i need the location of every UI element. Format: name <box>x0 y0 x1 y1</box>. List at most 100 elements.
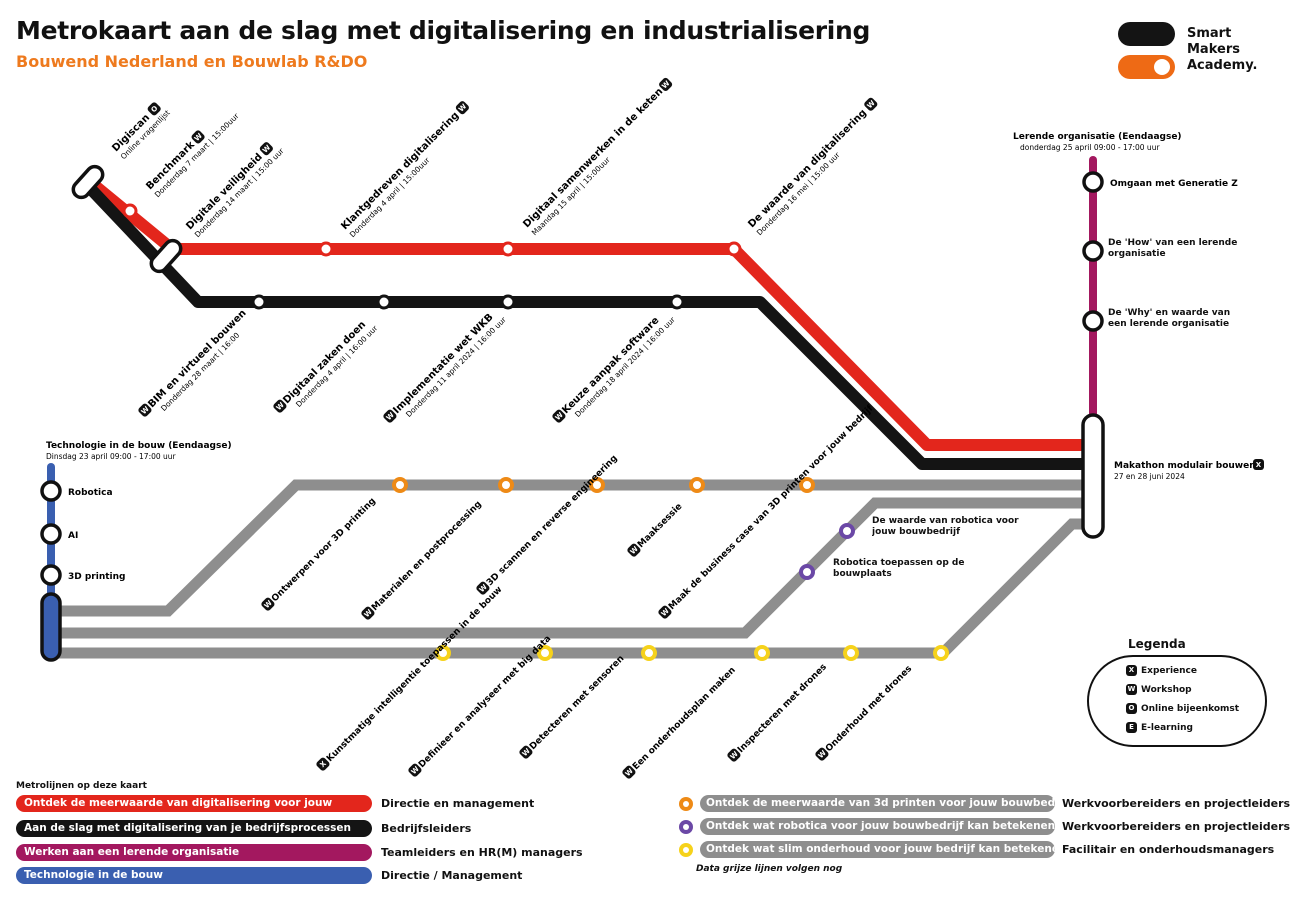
grey-line-robotica-audience: Werkvoorbereiders en projectleiders <box>1062 820 1291 833</box>
label-bim: W BIM en virtueel bouwen Donderdag 28 ma… <box>138 308 249 417</box>
svg-text:Maandag 15 april | 15:00uur: Maandag 15 april | 15:00uur <box>530 155 613 238</box>
svg-text:Digitaal zaken doen: Digitaal zaken doen <box>281 319 368 406</box>
svg-text:Donderdag 4 april | 16:00 uur: Donderdag 4 april | 16:00 uur <box>294 323 380 409</box>
station-wkb <box>500 294 516 310</box>
station-why <box>1082 310 1104 332</box>
metroline-red: Ontdek de meerwaarde van digitalisering … <box>16 795 372 826</box>
label-onderhoudsplan: W Een onderhoudsplan maken <box>622 665 738 779</box>
station-robotica-toepassen <box>799 564 815 580</box>
terminal-technologie <box>40 592 62 662</box>
label-3dprinting: 3D printing <box>68 572 125 582</box>
metroline-red-audience: Directie en management <box>381 797 535 810</box>
metroline-blue: Technologie in de bouw <box>16 867 372 884</box>
label-robotica: Robotica <box>68 488 113 498</box>
label-robotica-toepassen: Robotica toepassen op de bouwplaats <box>833 558 965 579</box>
grey-line-3dprinting-label: Ontdek de meerwaarde van 3d printen voor… <box>700 795 1072 812</box>
svg-text:W: W <box>385 411 396 422</box>
station-3dprinting <box>40 564 62 586</box>
label-software: W Keuze aanpak software Donderdag 18 apr… <box>552 314 678 423</box>
station-klantgedreven <box>318 241 334 257</box>
legend-heading: Legenda <box>1128 637 1186 651</box>
svg-text:W: W <box>629 545 640 556</box>
label-ki: X Kunstmatige intelligentie toepassen in… <box>316 585 504 771</box>
station-ontwerpen <box>392 477 408 493</box>
label-why: De 'Why' en waarde van een lerende organ… <box>1108 308 1231 329</box>
label-materialen: W Materialen en postprocessing <box>361 499 484 620</box>
svg-text:W: W <box>866 99 877 110</box>
station-sensoren <box>641 645 657 661</box>
page-subtitle: Bouwend Nederland en Bouwlab R&DO <box>16 52 368 71</box>
station-bigdata <box>537 645 553 661</box>
lerende-date: donderdag 25 april 09:00 - 17:00 uur <box>1020 143 1160 152</box>
station-maaksessie <box>689 477 705 493</box>
svg-text:Donderdag 14 maart | 15:00 uur: Donderdag 14 maart | 15:00 uur <box>193 146 286 239</box>
svg-text:Detecteren met sensoren: Detecteren met sensoren <box>528 654 626 752</box>
svg-text:W: W <box>140 405 151 416</box>
svg-text:W: W <box>817 749 828 760</box>
svg-text:W: W <box>363 608 374 619</box>
grey-line-3dprinting-audience: Werkvoorbereiders en projectleiders <box>1062 797 1291 810</box>
label-waarde-robotica: De waarde van robotica voor jouw bouwbed… <box>872 516 1019 537</box>
svg-text:Ontwerpen voor 3D printing: Ontwerpen voor 3D printing <box>270 496 378 604</box>
svg-text:Donderdag 28 maart | 16:00: Donderdag 28 maart | 16:00 <box>159 331 241 413</box>
svg-text:W: W <box>729 750 740 761</box>
station-bim <box>251 294 267 310</box>
svg-text:Keuze aanpak software: Keuze aanpak software <box>560 315 661 416</box>
terminal-makathon <box>1081 413 1105 539</box>
svg-text:X: X <box>1256 461 1262 469</box>
label-samenwerken: Digitaal samenwerken in de keten W Maand… <box>521 77 673 238</box>
label-businesscase: W Maak de business case van 3D printen v… <box>658 404 875 619</box>
svg-text:W: W <box>660 607 671 618</box>
label-digiscan: Digiscan O Online vragenlijst <box>110 102 172 161</box>
station-inspecteren <box>843 645 859 661</box>
metroline-purple: Werken aan een lerende organisatie <box>16 844 372 861</box>
svg-text:Inspecteren met drones: Inspecteren met drones <box>736 662 829 755</box>
station-zaken <box>376 294 392 310</box>
svg-text:BIM en virtueel bouwen: BIM en virtueel bouwen <box>146 308 248 410</box>
svg-text:O: O <box>150 104 160 114</box>
station-ki <box>435 645 451 661</box>
svg-text:Donderdag 18 april 2024 | 16:0: Donderdag 18 april 2024 | 16:00 uur <box>573 314 677 418</box>
metroline-black-audience: Bedrijfsleiders <box>381 822 472 835</box>
label-wkb: W Implementatie wet WKB Donderdag 11 apr… <box>383 312 509 423</box>
station-how <box>1082 240 1104 262</box>
metroline-blue-audience: Directie / Management <box>381 869 523 882</box>
station-waarde-robotica <box>839 523 855 539</box>
grey-line-onderhoud-label: Ontdek wat slim onderhoud voor jouw bedr… <box>700 841 1066 858</box>
metroline-purple-audience: Teamleiders en HR(M) managers <box>381 846 583 859</box>
grey-line-violet-dot <box>679 820 693 834</box>
label-makathon: Makathon modulair bouwen <box>1114 461 1256 471</box>
svg-text:Donderdag 4 april | 15:00uur: Donderdag 4 april | 15:00uur <box>348 155 432 239</box>
svg-text:X: X <box>319 759 329 769</box>
svg-text:Donderdag 16 mei | 15:00 uur: Donderdag 16 mei | 15:00 uur <box>755 150 842 237</box>
station-onderhoudsplan <box>754 645 770 661</box>
terminal-digiscan <box>71 164 105 200</box>
grey-line-robotica-label: Ontdek wat robotica voor jouw bouwbedrij… <box>700 818 1055 835</box>
makathon-date: 27 en 28 juni 2024 <box>1114 472 1185 481</box>
label-inspecteren: W Inspecteren met drones <box>727 662 829 762</box>
label-zaken: W Digitaal zaken doen Donderdag 4 april … <box>273 319 380 413</box>
label-sensoren: W Detecteren met sensoren <box>519 654 626 759</box>
station-materialen <box>498 477 514 493</box>
station-waarde <box>726 241 742 257</box>
svg-text:W: W <box>521 747 532 758</box>
svg-text:W: W <box>193 132 204 143</box>
svg-text:Onderhoud met drones: Onderhoud met drones <box>824 664 914 754</box>
svg-text:Digitaal samenwerken in de ket: Digitaal samenwerken in de keten <box>521 86 665 230</box>
svg-text:W: W <box>554 411 565 422</box>
svg-text:Donderdag 11 april 2024 | 16:0: Donderdag 11 april 2024 | 16:00 uur <box>404 314 508 418</box>
station-generatie <box>1082 171 1104 193</box>
svg-text:W: W <box>410 765 421 776</box>
grey-line-orange-dot <box>679 797 693 811</box>
tech-header: Technologie in de bouw (Eendaagse) <box>46 441 232 451</box>
svg-text:Materialen en postprocessing: Materialen en postprocessing <box>370 499 484 613</box>
grey-line-onderhoud-audience: Facilitair en onderhoudsmanagers <box>1062 843 1275 856</box>
svg-text:W: W <box>261 143 272 154</box>
svg-text:Digitale veiligheid: Digitale veiligheid <box>184 152 264 232</box>
